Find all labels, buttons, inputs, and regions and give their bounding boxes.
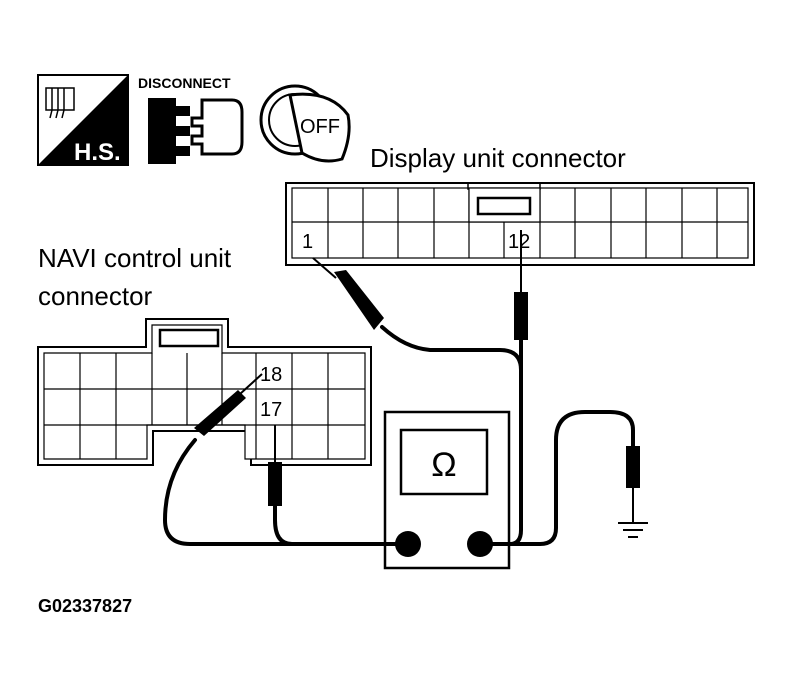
- probe-display-pin-1: [312, 257, 384, 330]
- harness-label: H.S.: [74, 139, 121, 166]
- probe-display-pin-12: [514, 230, 528, 340]
- navi-connector-title-line1: NAVI control unit: [38, 243, 232, 273]
- ignition-label: OFF: [300, 116, 340, 138]
- display-connector-title: Display unit connector: [370, 143, 626, 173]
- wire-navi-17: [273, 503, 397, 546]
- probe-ground: [626, 446, 640, 522]
- navi-connector-title-line2: connector: [38, 281, 153, 311]
- wire-navi-18: [163, 438, 397, 546]
- display-pin-12: 12: [508, 231, 530, 253]
- ground-icon: [618, 522, 648, 538]
- meter-terminal-left: [395, 531, 421, 557]
- disconnect-label: DISCONNECT: [138, 75, 231, 91]
- ignition-off-icon: OFF: [259, 84, 351, 163]
- navi-pin-18: 18: [260, 364, 282, 386]
- navi-pin-17: 17: [260, 399, 282, 421]
- disconnect-icon: DISCONNECT: [138, 75, 244, 164]
- ohmmeter: Ω: [383, 410, 511, 570]
- navi-control-unit-connector: 18 17: [37, 318, 372, 466]
- meter-terminal-right: [467, 531, 493, 557]
- probe-navi-pin-17: [268, 425, 282, 506]
- wire-display-1: [380, 325, 523, 372]
- display-pin-1: 1: [302, 231, 313, 253]
- ohm-symbol: Ω: [431, 446, 456, 484]
- figure-id: G02337827: [38, 596, 132, 616]
- probe-navi-pin-18: [194, 373, 263, 436]
- harness-icon: H.S.: [37, 74, 129, 166]
- wire-ground: [491, 410, 635, 546]
